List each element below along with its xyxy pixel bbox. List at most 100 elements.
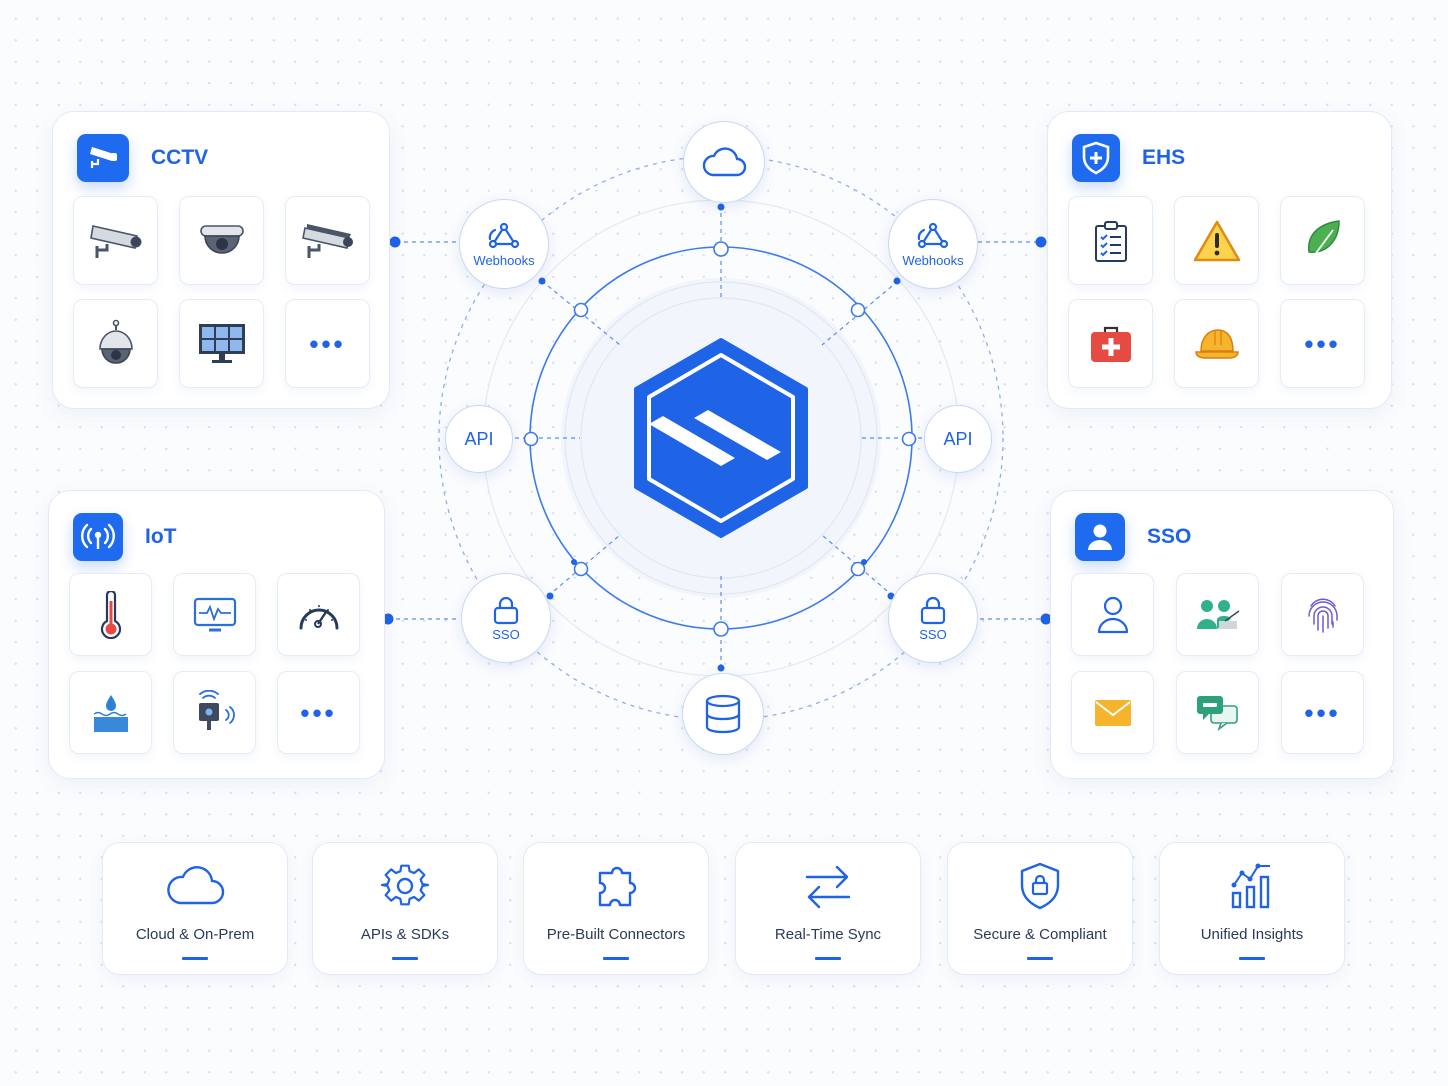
bullet-camera-icon xyxy=(89,224,141,258)
tile-gauge[interactable] xyxy=(277,573,360,656)
node-api-left[interactable]: API xyxy=(445,405,513,473)
feature-cloud-on-prem[interactable]: Cloud & On-Prem xyxy=(102,842,288,975)
tile-water-level[interactable] xyxy=(69,671,152,754)
envelope-icon xyxy=(1094,699,1131,726)
tile-more[interactable]: ••• xyxy=(285,299,370,388)
bar-chart-trend-icon xyxy=(1231,863,1270,909)
panel-iot-title: IoT xyxy=(145,525,177,548)
node-database[interactable] xyxy=(682,673,764,755)
node-api-left-label: API xyxy=(464,428,494,449)
leaf-icon xyxy=(1307,219,1340,261)
node-webhooks-right-label: Webhooks xyxy=(902,252,964,268)
tile-chat[interactable] xyxy=(1176,671,1259,754)
puzzle-icon xyxy=(598,866,637,907)
ptz-camera-icon xyxy=(98,319,133,364)
feature-underline xyxy=(1027,957,1053,960)
sync-arrows-icon xyxy=(805,865,851,909)
wireless-sensor-icon xyxy=(198,689,235,730)
feature-underline xyxy=(1239,957,1265,960)
feature-underline xyxy=(392,957,418,960)
tile-heartbeat-monitor[interactable] xyxy=(173,573,256,656)
lock-icon xyxy=(493,596,519,624)
tile-user[interactable] xyxy=(1071,573,1154,656)
panel-cctv-title: CCTV xyxy=(151,146,209,169)
more-icon: ••• xyxy=(1304,328,1341,359)
lock-icon xyxy=(920,596,946,624)
tile-more[interactable]: ••• xyxy=(277,671,360,754)
feature-label: Real-Time Sync xyxy=(774,926,882,943)
tile-checklist[interactable] xyxy=(1068,196,1153,285)
cloud-icon xyxy=(702,147,747,177)
tile-dark-bullet-camera[interactable] xyxy=(285,196,370,285)
feature-prebuilt-connectors[interactable]: Pre-Built Connectors xyxy=(523,842,709,975)
tile-user-group[interactable] xyxy=(1176,573,1259,656)
more-icon: ••• xyxy=(309,328,346,359)
feature-apis-sdks[interactable]: APIs & SDKs xyxy=(312,842,498,975)
feature-label: Pre-Built Connectors xyxy=(546,926,686,943)
tile-fingerprint[interactable] xyxy=(1281,573,1364,656)
tile-leaf[interactable] xyxy=(1280,196,1365,285)
tile-warning[interactable] xyxy=(1174,196,1259,285)
thermometer-icon xyxy=(100,590,121,639)
feature-underline xyxy=(603,957,629,960)
feature-label: Secure & Compliant xyxy=(973,926,1107,943)
node-webhooks-right[interactable]: Webhooks xyxy=(888,199,978,289)
database-icon xyxy=(705,694,741,734)
user-outline-icon xyxy=(1097,596,1128,633)
tile-dome-camera[interactable] xyxy=(179,196,264,285)
chat-bubbles-icon xyxy=(1196,695,1238,731)
panel-cctv: CCTV ••• xyxy=(52,111,390,409)
feature-underline xyxy=(182,957,208,960)
tile-bullet-camera[interactable] xyxy=(73,196,158,285)
tile-more[interactable]: ••• xyxy=(1281,671,1364,754)
feature-label: APIs & SDKs xyxy=(360,926,450,943)
feature-secure-compliant[interactable]: Secure & Compliant xyxy=(947,842,1133,975)
cloud-icon xyxy=(167,866,225,905)
more-icon: ••• xyxy=(300,697,337,728)
node-sso-left-label: SSO xyxy=(492,626,520,642)
video-wall-monitor-icon xyxy=(198,323,245,363)
node-webhooks-left[interactable]: Webhooks xyxy=(459,199,549,289)
node-sso-right[interactable]: SSO xyxy=(888,573,978,663)
node-webhooks-left-label: Webhooks xyxy=(473,252,535,268)
tile-video-wall[interactable] xyxy=(179,299,264,388)
node-api-right-label: API xyxy=(943,428,973,449)
tile-more[interactable]: ••• xyxy=(1280,299,1365,388)
first-aid-kit-icon xyxy=(1090,326,1131,362)
antenna-signal-icon xyxy=(73,513,123,561)
tile-first-aid[interactable] xyxy=(1068,299,1153,388)
user-group-icon xyxy=(1196,599,1239,629)
panel-sso-title: SSO xyxy=(1147,525,1192,548)
webhook-icon xyxy=(488,222,520,248)
node-sso-right-label: SSO xyxy=(919,626,947,642)
panel-iot: IoT ••• xyxy=(48,490,385,779)
tile-wireless-sensor[interactable] xyxy=(173,671,256,754)
feature-label: Unified Insights xyxy=(1200,926,1304,943)
feature-real-time-sync[interactable]: Real-Time Sync xyxy=(735,842,921,975)
node-api-right[interactable]: API xyxy=(924,405,992,473)
s-hexagon-logo-icon xyxy=(634,338,808,538)
tile-envelope[interactable] xyxy=(1071,671,1154,754)
node-sso-left[interactable]: SSO xyxy=(461,573,551,663)
cctv-camera-icon xyxy=(77,134,129,182)
panel-sso: SSO ••• xyxy=(1050,490,1394,779)
node-cloud[interactable] xyxy=(683,121,765,203)
checklist-clipboard-icon xyxy=(1094,220,1127,262)
water-level-icon xyxy=(93,694,128,732)
feature-unified-insights[interactable]: Unified Insights xyxy=(1159,842,1345,975)
feature-underline xyxy=(815,957,841,960)
tile-thermometer[interactable] xyxy=(69,573,152,656)
tile-hard-hat[interactable] xyxy=(1174,299,1259,388)
shield-plus-icon xyxy=(1072,134,1120,182)
fingerprint-icon xyxy=(1307,597,1338,633)
panel-ehs: EHS ••• xyxy=(1047,111,1392,409)
tile-ptz-camera[interactable] xyxy=(73,299,158,388)
panel-ehs-title: EHS xyxy=(1142,146,1186,169)
heartbeat-monitor-icon xyxy=(193,597,236,631)
warning-triangle-icon xyxy=(1193,220,1240,261)
dark-bullet-camera-icon xyxy=(301,223,353,258)
hard-hat-icon xyxy=(1194,328,1239,359)
gear-icon xyxy=(380,864,430,906)
dome-camera-icon xyxy=(199,224,244,254)
